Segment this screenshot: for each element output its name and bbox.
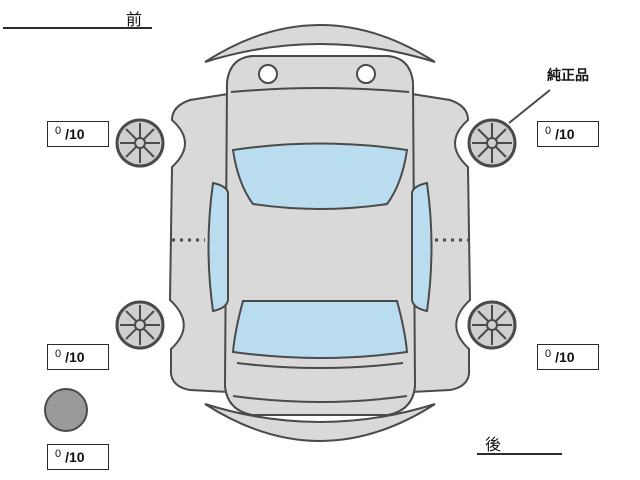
wheel-rear-left [115, 300, 165, 350]
tread-value: 0 [55, 448, 62, 460]
trunk-line-upper [236, 362, 404, 369]
tread-value: 0 [55, 348, 62, 360]
tread-box-rear-left: 0 /10 [47, 344, 109, 370]
hood-cap-right [356, 64, 376, 84]
tread-box-rear-right: 0 /10 [537, 344, 599, 370]
tread-value: 0 [55, 125, 62, 137]
tread-value: 0 [545, 125, 552, 137]
tread-max: /10 [555, 126, 575, 142]
tread-max: /10 [65, 349, 85, 365]
car-body [223, 55, 417, 416]
genuine-part-label: 純正品 [547, 67, 589, 83]
tread-max: /10 [65, 449, 85, 465]
front-label: 前 [126, 12, 143, 29]
right-side-window [411, 181, 433, 313]
genuine-part-pointer-line [508, 89, 551, 124]
tread-value: 0 [545, 348, 552, 360]
front-underline [3, 27, 152, 29]
spare-tire-icon [44, 388, 88, 432]
left-side-window [207, 181, 229, 313]
left-side-panel [168, 92, 229, 394]
windshield [231, 142, 409, 210]
right-side-panel [411, 92, 472, 394]
tread-max: /10 [65, 126, 85, 142]
tread-box-spare: 0 /10 [47, 444, 109, 470]
rear-bumper [204, 403, 436, 442]
wheel-front-left [115, 118, 165, 168]
front-bumper [204, 24, 436, 63]
tread-box-front-left: 0 /10 [47, 121, 109, 147]
tread-box-front-right: 0 /10 [537, 121, 599, 147]
rear-underline [477, 453, 562, 455]
tread-max: /10 [555, 349, 575, 365]
wheel-rear-right [467, 300, 517, 350]
cowl-line [230, 87, 410, 93]
trunk-line-lower [232, 395, 408, 403]
rear-window [231, 300, 409, 359]
hood-cap-left [258, 64, 278, 84]
wheel-front-right [467, 118, 517, 168]
rear-label: 後 [485, 437, 502, 454]
